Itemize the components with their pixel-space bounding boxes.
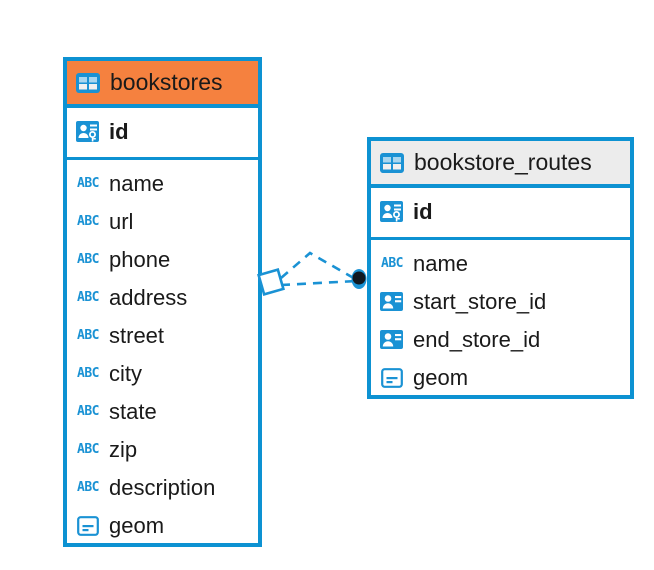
field-name: start_store_id xyxy=(413,289,547,314)
geometry-icon xyxy=(379,365,405,391)
relationship-circle-marker xyxy=(351,269,367,289)
field-row-zip[interactable]: ABC zip xyxy=(75,431,250,469)
primary-key-icon xyxy=(379,199,405,225)
abc-text-icon: ABC xyxy=(381,256,403,271)
field-row-end-store-id[interactable]: end_store_id xyxy=(379,321,622,359)
abc-text-icon: ABC xyxy=(77,290,99,305)
field-name: street xyxy=(109,323,165,348)
field-row-url[interactable]: ABC url xyxy=(75,203,250,241)
field-name: geom xyxy=(109,513,165,538)
abc-text-icon: ABC xyxy=(77,442,99,457)
field-row-id[interactable]: id xyxy=(75,113,250,151)
field-name: state xyxy=(109,399,157,424)
field-name: address xyxy=(109,285,188,310)
field-row-city[interactable]: ABC city xyxy=(75,355,250,393)
field-row-state[interactable]: ABC state xyxy=(75,393,250,431)
field-row-geom[interactable]: geom xyxy=(379,359,622,397)
field-name: phone xyxy=(109,247,171,272)
field-name: url xyxy=(109,209,134,234)
field-name: description xyxy=(109,475,216,500)
foreign-key-icon xyxy=(379,327,405,353)
field-row-id[interactable]: id xyxy=(379,193,622,231)
entity-bookstore-routes[interactable]: bookstore_routes id xyxy=(367,137,634,399)
table-icon xyxy=(75,70,101,96)
field-row-address[interactable]: ABC address xyxy=(75,279,250,317)
table-icon xyxy=(379,150,405,176)
abc-text-icon: ABC xyxy=(77,252,99,267)
relationship-line-lower xyxy=(280,279,358,287)
field-row-name[interactable]: ABC name xyxy=(379,245,622,283)
primary-key-block: id xyxy=(67,108,258,160)
field-row-start-store-id[interactable]: start_store_id xyxy=(379,283,622,321)
relationship-connector[interactable] xyxy=(255,240,385,320)
field-row-phone[interactable]: ABC phone xyxy=(75,241,250,279)
field-name: end_store_id xyxy=(413,327,541,352)
field-name: name xyxy=(109,171,165,196)
field-name: id xyxy=(413,199,433,224)
primary-key-block: id xyxy=(371,188,630,240)
entity-title: bookstore_routes xyxy=(414,149,592,175)
relationship-diamond-marker xyxy=(257,268,285,296)
foreign-key-icon xyxy=(379,289,405,315)
abc-text-icon: ABC xyxy=(77,404,99,419)
entity-bookstores[interactable]: bookstores id xyxy=(63,57,262,547)
primary-key-icon xyxy=(75,119,101,145)
abc-text-icon: ABC xyxy=(77,366,99,381)
abc-text-icon: ABC xyxy=(77,176,99,191)
entity-header-bookstore-routes[interactable]: bookstore_routes xyxy=(371,141,630,188)
field-row-geom[interactable]: geom xyxy=(75,507,250,545)
field-list-bookstore-routes: ABC name start_store_id xyxy=(371,240,630,403)
field-row-name[interactable]: ABC name xyxy=(75,165,250,203)
field-row-description[interactable]: ABC description xyxy=(75,469,250,507)
abc-text-icon: ABC xyxy=(77,214,99,229)
geometry-icon xyxy=(75,513,101,539)
field-name: id xyxy=(109,119,129,144)
field-name: zip xyxy=(109,437,138,462)
field-list-bookstores: ABC name ABC url ABC phone ABC address A… xyxy=(67,160,258,551)
entity-header-bookstores[interactable]: bookstores xyxy=(67,61,258,108)
abc-text-icon: ABC xyxy=(77,480,99,495)
field-name: geom xyxy=(413,365,469,390)
field-name: city xyxy=(109,361,142,386)
relationship-line-upper xyxy=(280,251,358,282)
field-name: name xyxy=(413,251,469,276)
entity-title: bookstores xyxy=(110,69,223,95)
field-row-street[interactable]: ABC street xyxy=(75,317,250,355)
abc-text-icon: ABC xyxy=(77,328,99,343)
